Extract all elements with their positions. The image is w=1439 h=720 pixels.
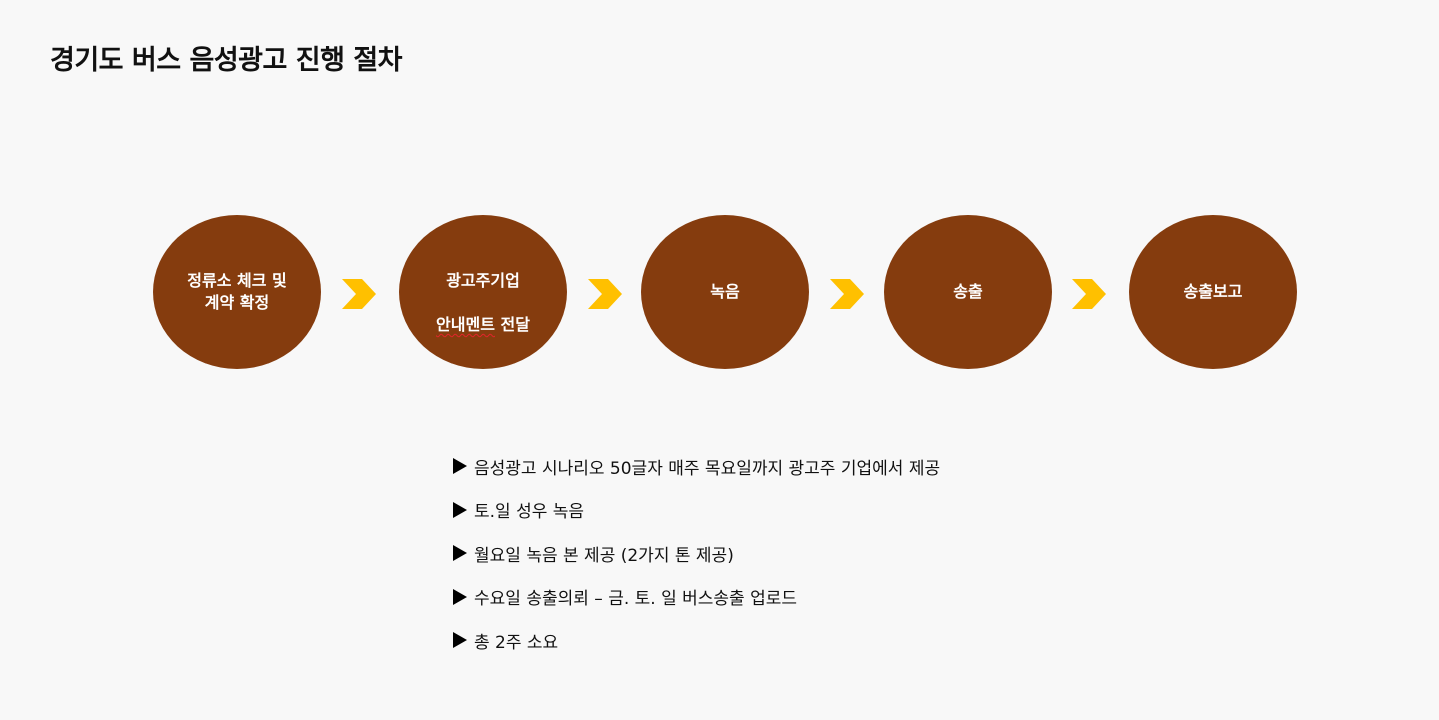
triangle-right-icon	[453, 545, 467, 561]
note-text: 총 2주 소요	[474, 632, 559, 653]
page-title: 경기도 버스 음성광고 진행 절차	[50, 45, 403, 76]
step-circle-2: 광고주기업 안내멘트 전달	[399, 215, 567, 369]
step-label-4: 송출	[953, 282, 983, 301]
chevron-right-icon	[830, 279, 864, 309]
step-label-1: 정류소 체크 및 계약 확정	[187, 271, 287, 312]
step-label-5: 송출보고	[1183, 282, 1243, 301]
step-label-2-rest: 전달	[494, 315, 530, 334]
note-text: 음성광고 시나리오 50글자 매주 목요일까지 광고주 기업에서 제공	[474, 458, 941, 479]
step-circle-3: 녹음	[641, 215, 809, 369]
note-text: 토.일 성우 녹음	[474, 502, 585, 522]
step-circle-5: 송출보고	[1129, 215, 1297, 369]
step-circle-1: 정류소 체크 및 계약 확정	[153, 215, 321, 369]
chevron-right-icon	[1072, 279, 1106, 309]
list-item: 총 2주 소요	[453, 629, 940, 653]
chevron-right-icon	[342, 279, 376, 309]
note-text: 월요일 녹음 본 제공 (2가지 톤 제공)	[474, 545, 734, 566]
note-text: 수요일 송출의뢰 – 금. 토. 일 버스송출 업로드	[474, 589, 798, 609]
triangle-right-icon	[453, 588, 467, 605]
step-label-2-underlined: 안내멘트	[436, 315, 495, 334]
step-label-2: 광고주기업 안내멘트 전달	[436, 248, 530, 336]
step-label-2-line1: 광고주기업	[446, 271, 520, 290]
triangle-right-icon	[453, 501, 467, 518]
step-label-3: 녹음	[710, 282, 740, 301]
chevron-right-icon	[588, 279, 622, 309]
list-item: 음성광고 시나리오 50글자 매주 목요일까지 광고주 기업에서 제공	[453, 455, 941, 479]
list-item: 월요일 녹음 본 제공 (2가지 톤 제공)	[453, 542, 940, 566]
list-item: 토.일 성우 녹음	[453, 499, 940, 522]
step-circle-4: 송출	[884, 215, 1052, 369]
list-item: 수요일 송출의뢰 – 금. 토. 일 버스송출 업로드	[453, 586, 940, 609]
triangle-right-icon	[453, 458, 467, 474]
notes-list: 음성광고 시나리오 50글자 매주 목요일까지 광고주 기업에서 제공 토.일 …	[453, 455, 940, 673]
triangle-right-icon	[453, 632, 467, 648]
